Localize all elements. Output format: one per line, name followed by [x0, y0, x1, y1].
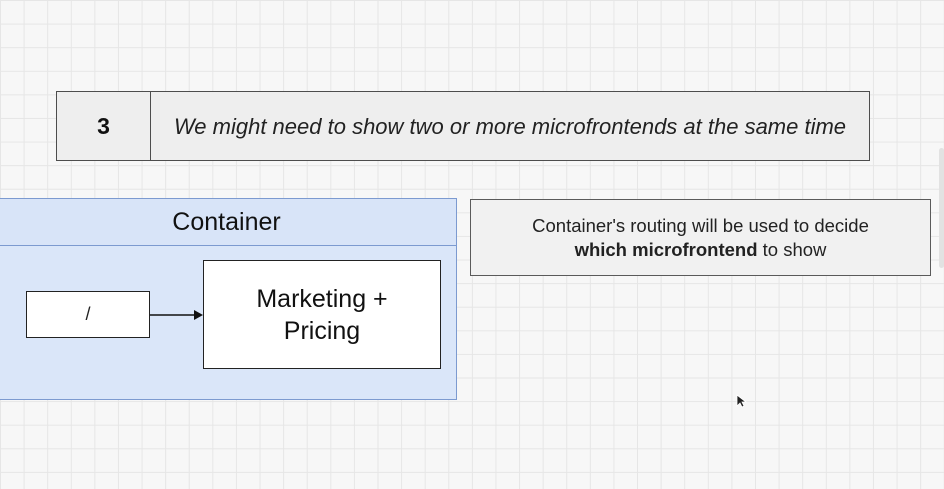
routing-note-line1: Container's routing will be used to deci… [532, 214, 869, 236]
routing-note-bold: which microfrontend [574, 238, 758, 260]
mouse-cursor-icon [736, 394, 748, 408]
microfrontend-label-line1: Marketing + [256, 284, 388, 313]
microfrontend-box: Marketing + Pricing [203, 260, 441, 369]
routing-note-line2: which microfrontend to show [575, 238, 827, 262]
issue-row: 3 We might need to show two or more micr… [56, 91, 870, 161]
routing-note-rest: to show [757, 238, 827, 260]
issue-number: 3 [57, 92, 151, 160]
container-title: Container [0, 198, 457, 246]
issue-text: We might need to show two or more microf… [173, 113, 847, 139]
route-arrow-icon [150, 310, 203, 320]
route-box: / [26, 291, 150, 338]
scrollbar-thumb[interactable] [939, 148, 944, 268]
routing-note: Container's routing will be used to deci… [470, 199, 931, 276]
microfrontend-label-line2: Pricing [283, 316, 361, 345]
